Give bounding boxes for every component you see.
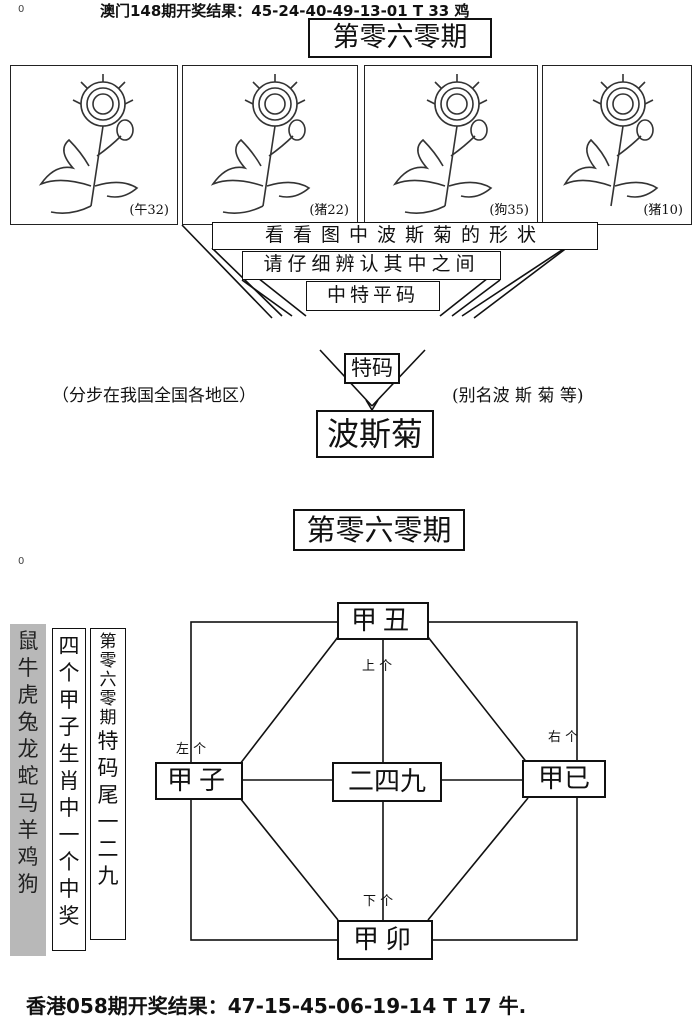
zodiac-char: 鼠 — [17, 629, 39, 653]
daisy-icon — [563, 74, 659, 207]
hint-line-1: 看看图中波斯菊的形状 — [212, 222, 598, 250]
label-left: 左 个 — [176, 742, 207, 757]
flower-panel-2: (猪22) — [182, 65, 358, 225]
zodiac-char: 鸡 — [17, 845, 39, 869]
flower-panel-1: (午32) — [10, 65, 178, 225]
issue-vertical-title: 第零六零期 — [99, 632, 117, 728]
macau-result-line: 澳门148期开奖结果：45-24-40-49-13-01 T 33 鸡 — [100, 2, 470, 20]
zodiac-char: 狗 — [17, 872, 39, 896]
tip-char: 肖 — [58, 769, 80, 793]
node-left: 甲子 — [155, 762, 243, 800]
note-alias: (别名波 斯 菊 等) — [452, 386, 584, 406]
tip-char: 中 — [58, 877, 80, 901]
node-right: 甲已 — [522, 760, 606, 798]
tip-column: 四 个 甲 子 生 肖 中 一 个 中 奖 — [52, 628, 86, 951]
hongkong-result-line: 香港058期开奖结果：47-15-45-06-19-14 T 17 牛. — [26, 994, 527, 1018]
zodiac-char: 龙 — [17, 737, 39, 761]
tip-char: 奖 — [58, 904, 80, 928]
special-char: 尾 — [97, 783, 119, 807]
corner-mark: 0 — [18, 4, 25, 15]
tip-char: 子 — [58, 715, 80, 739]
diagram-lines — [190, 621, 578, 941]
tip-char: 一 — [58, 823, 80, 847]
special-char: 一 — [97, 810, 119, 834]
note-distribution: （分步在我国全国各地区） — [52, 386, 256, 406]
zodiac-char: 兔 — [17, 710, 39, 734]
node-top: 甲丑 — [337, 602, 429, 640]
hint-line-2: 请仔细辨认其中之间 — [242, 251, 501, 280]
tip-char: 四 — [58, 634, 80, 658]
special-char: 九 — [97, 864, 119, 888]
zodiac-char: 马 — [17, 791, 39, 815]
panel-animal-label: (猪22) — [309, 203, 349, 218]
node-center: 二四九 — [332, 762, 442, 802]
special-char: 码 — [97, 756, 119, 780]
zodiac-char: 蛇 — [17, 764, 39, 788]
zodiac-char: 牛 — [17, 656, 39, 680]
issue-title-top: 第零六零期 — [308, 18, 492, 58]
special-char: 二 — [97, 837, 119, 861]
flower-panel-4: (猪10) — [542, 65, 692, 225]
tip-char: 甲 — [58, 688, 80, 712]
flower-panel-3: (狗35) — [364, 65, 538, 225]
daisy-icon — [210, 74, 311, 214]
daisy-icon — [38, 74, 139, 214]
zodiac-char: 虎 — [17, 683, 39, 707]
corner-mark: 0 — [18, 556, 25, 567]
label-bottom: 下 个 — [363, 894, 394, 909]
panel-animal-label: (午32) — [129, 203, 169, 218]
label-right: 右 个 — [548, 730, 579, 745]
hint-line-3: 中特平码 — [306, 281, 440, 311]
zodiac-char: 羊 — [17, 818, 39, 842]
tip-char: 中 — [58, 796, 80, 820]
node-bottom: 甲卯 — [337, 920, 433, 960]
daisy-icon — [392, 74, 493, 214]
special-tail-column: 第零六零期 特 码 尾 一 二 九 — [90, 628, 126, 940]
tip-char: 生 — [58, 742, 80, 766]
issue-title-middle: 第零六零期 — [293, 509, 465, 551]
flower-name: 波斯菊 — [316, 410, 434, 458]
zodiac-column: 鼠 牛 虎 兔 龙 蛇 马 羊 鸡 狗 — [10, 624, 46, 956]
label-top: 上 个 — [362, 659, 393, 674]
panel-animal-label: (猪10) — [643, 203, 683, 218]
tip-char: 个 — [58, 661, 80, 685]
special-char: 特 — [97, 729, 119, 753]
tip-char: 个 — [58, 850, 80, 874]
special-code-box: 特码 — [344, 353, 400, 384]
panel-animal-label: (狗35) — [489, 203, 529, 218]
